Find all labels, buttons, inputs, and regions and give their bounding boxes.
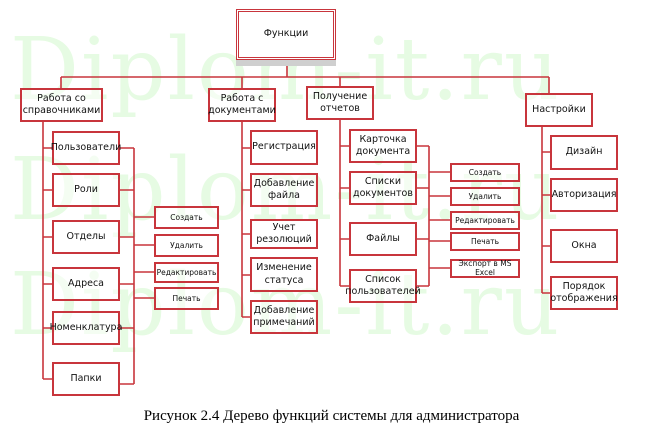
group-settings: Настройки [525,93,593,127]
action-edit: Редактировать [154,262,219,283]
node-roles: Роли [52,173,120,207]
report-action-print: Печать [450,232,520,251]
node-addresses: Адреса [52,267,120,301]
node-windows: Окна [550,229,618,263]
group-directories: Работа со справочниками [20,88,103,122]
node-registration: Регистрация [250,130,318,165]
action-print: Печать [154,287,219,310]
root-node: Функции [236,9,336,60]
action-create: Создать [154,206,219,229]
action-delete: Удалить [154,234,219,257]
report-action-export-excel: Экспорт в MS Excel [450,259,520,278]
report-action-create: Создать [450,163,520,182]
report-action-edit: Редактировать [450,211,520,230]
node-authorization: Авторизация [550,178,618,212]
figure-caption: Рисунок 2.4 Дерево функций системы для а… [143,408,520,424]
node-files: Файлы [349,222,417,256]
report-action-delete: Удалить [450,187,520,206]
node-doc-card: Карточка документа [349,129,417,163]
node-add-notes: Добавление примечаний [250,300,318,334]
node-status-change: Изменение статуса [250,257,318,292]
node-display-order: Порядок отображения [550,276,618,310]
node-add-file: Добавление файла [250,173,318,207]
node-doc-lists: Списки документов [349,171,417,205]
node-folders: Папки [52,362,120,396]
group-documents: Работа с документами [208,88,276,122]
group-reports: Получение отчетов [306,86,374,120]
node-resolutions: Учет резолюций [250,219,318,249]
node-design: Дизайн [550,135,618,170]
node-users: Пользователи [51,131,121,165]
node-departments: Отделы [52,220,120,254]
node-nomenclature: Номенклатура [50,311,122,345]
node-user-list: Список пользователей [345,269,421,303]
